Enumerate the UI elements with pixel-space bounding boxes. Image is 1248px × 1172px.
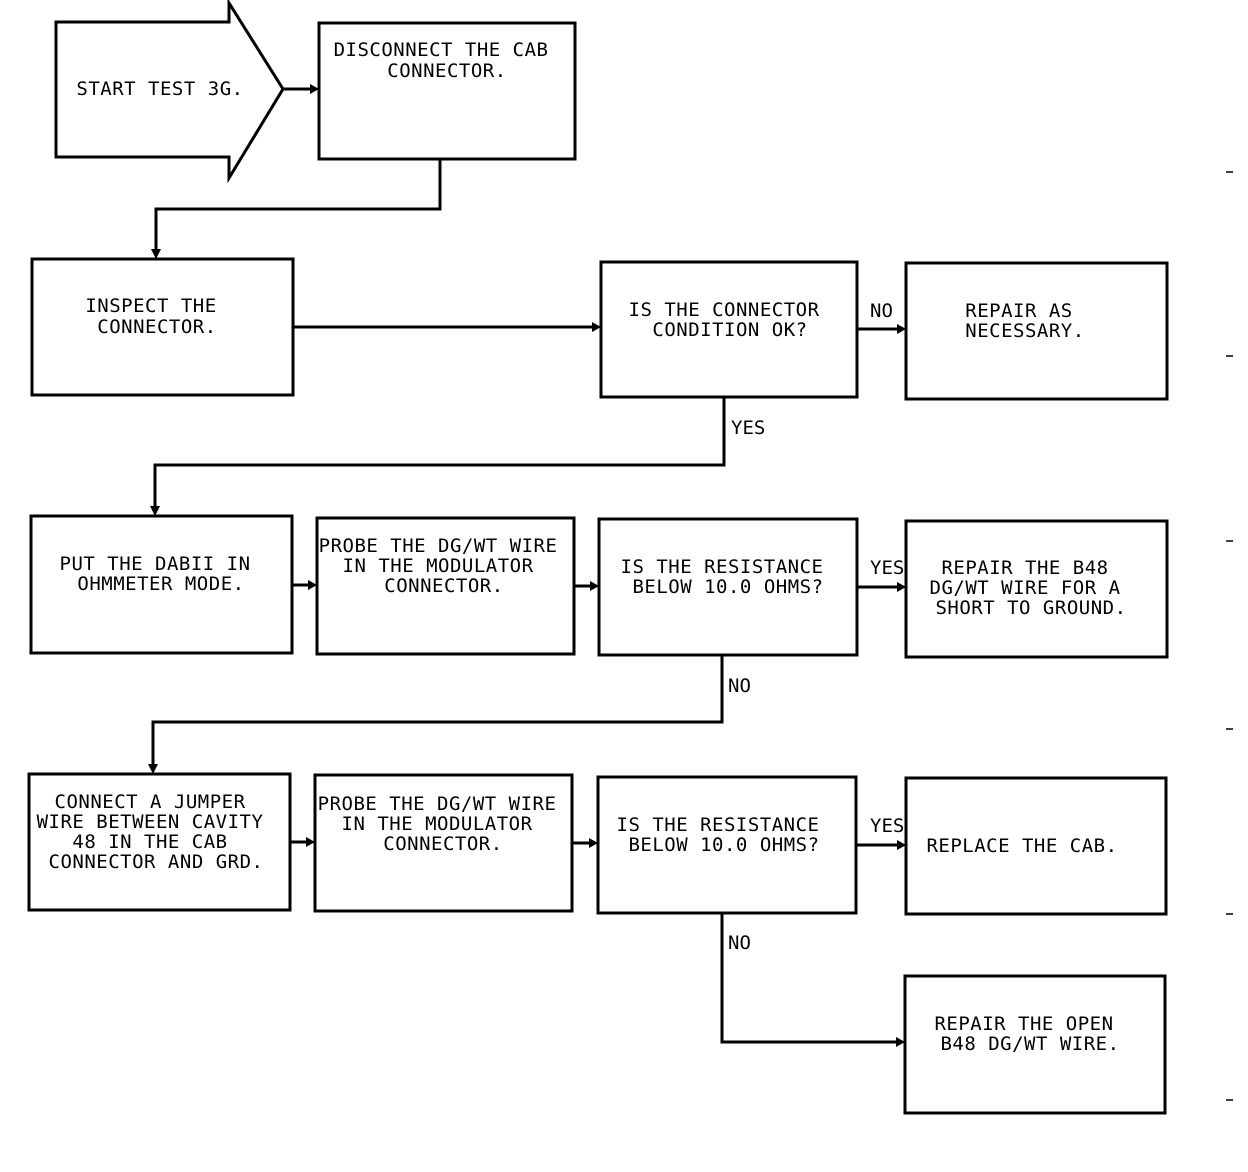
node-disconnect-label: DISCONNECT THE CAB CONNECTOR. [334, 39, 561, 82]
connector-resist1-to-jumper [148, 655, 724, 774]
connector-disconnect-to-inspect [151, 159, 442, 259]
connector-resist2-to-replace [856, 840, 906, 850]
repair2-box [904, 519, 1169, 659]
node-inspect-label: INSPECT THE CONNECTOR. [85, 295, 228, 338]
probe2-box [313, 773, 574, 913]
node-resist2-label: IS THE RESISTANCE BELOW 10.0 OHMS? [617, 814, 832, 856]
disconnect-box [317, 21, 577, 161]
edge-label-yes: YES [731, 417, 765, 439]
replace-box [904, 776, 1168, 916]
node-probe1-label: PROBE THE DG/WT WIRE IN THE MODULATOR CO… [319, 535, 570, 597]
connector-probe2-to-resist2 [572, 838, 598, 848]
node-start-label: START TEST 3G. [76, 78, 243, 100]
repair3-box [903, 974, 1167, 1115]
node-jumper-label: CONNECT A JUMPER WIRE BETWEEN CAVITY 48 … [37, 791, 276, 873]
edge-label-no: NO [870, 300, 893, 322]
node-repair1-label: REPAIR AS NECESSARY. [965, 300, 1084, 342]
connector-inspect-to-condition [293, 322, 601, 332]
node-repair2-label: REPAIR THE B48 DG/WT WIRE FOR A SHORT TO… [930, 557, 1133, 619]
connector-condition-to-dabii [150, 397, 726, 516]
node-repair3-label: REPAIR THE OPEN B48 DG/WT WIRE. [934, 1013, 1125, 1055]
condition-box [599, 260, 859, 399]
node-probe2-label: PROBE THE DG/WT WIRE IN THE MODULATOR CO… [318, 793, 569, 855]
edge-label-no: NO [728, 932, 751, 954]
dabii-box [29, 514, 294, 655]
start-arrow-shape [54, 0, 285, 184]
node-resist1-label: IS THE RESISTANCE BELOW 10.0 OHMS? [621, 556, 836, 598]
probe1-box [315, 516, 576, 656]
margin-ticks [1226, 171, 1233, 1101]
inspect-box [30, 257, 295, 397]
connector-jumper-to-probe2 [290, 837, 315, 847]
edge-label-yes: YES [870, 557, 904, 579]
node-replace-label: REPLACE THE CAB. [926, 835, 1117, 857]
repair1-box [904, 261, 1169, 401]
node-dabii-label: PUT THE DABII IN OHMMETER MODE. [60, 553, 263, 595]
connector-start-to-disconnect [283, 84, 319, 94]
connector-resist2-to-repair3 [720, 913, 905, 1047]
connector-probe1-to-resist1 [574, 581, 599, 591]
edge-label-no: NO [728, 675, 751, 697]
connector-condition-to-repair1 [857, 324, 906, 334]
connector-dabii-to-probe1 [292, 580, 317, 590]
connector-resist1-to-repair2 [857, 582, 906, 592]
resist1-box [597, 517, 859, 657]
node-condition-label: IS THE CONNECTOR CONDITION OK? [629, 299, 832, 341]
edge-label-yes: YES [870, 815, 904, 837]
